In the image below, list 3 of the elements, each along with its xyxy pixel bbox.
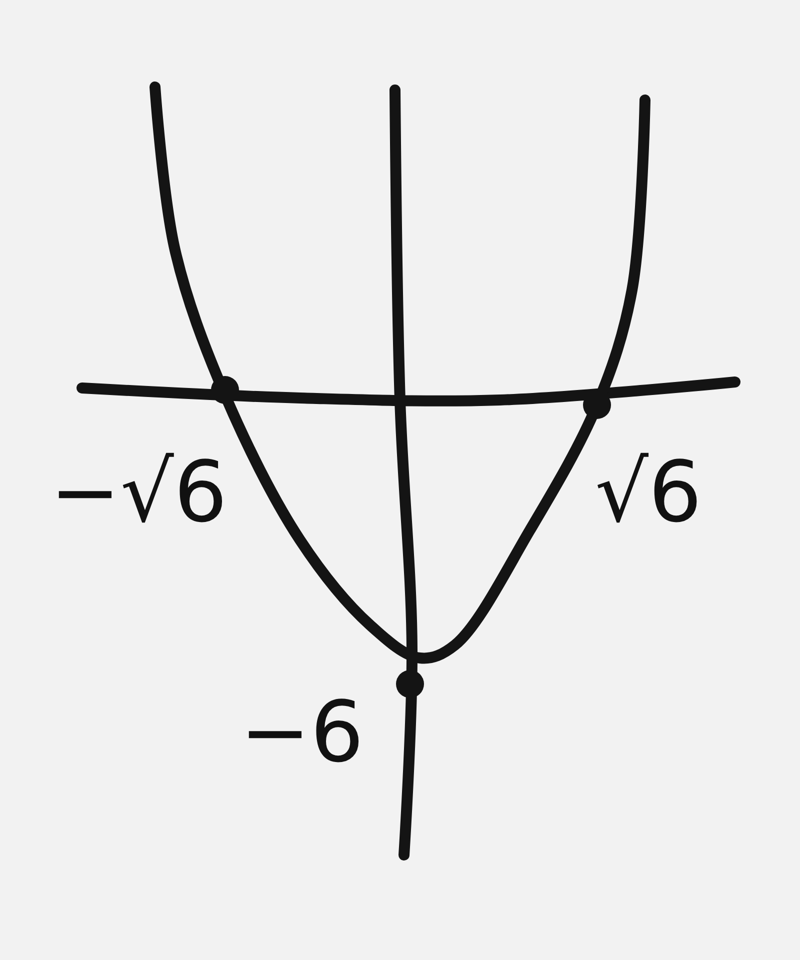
axis-value-label: √6 [595, 450, 702, 534]
axis-value-label: −6 [240, 690, 364, 774]
axis-value-label: −√6 [50, 450, 228, 534]
